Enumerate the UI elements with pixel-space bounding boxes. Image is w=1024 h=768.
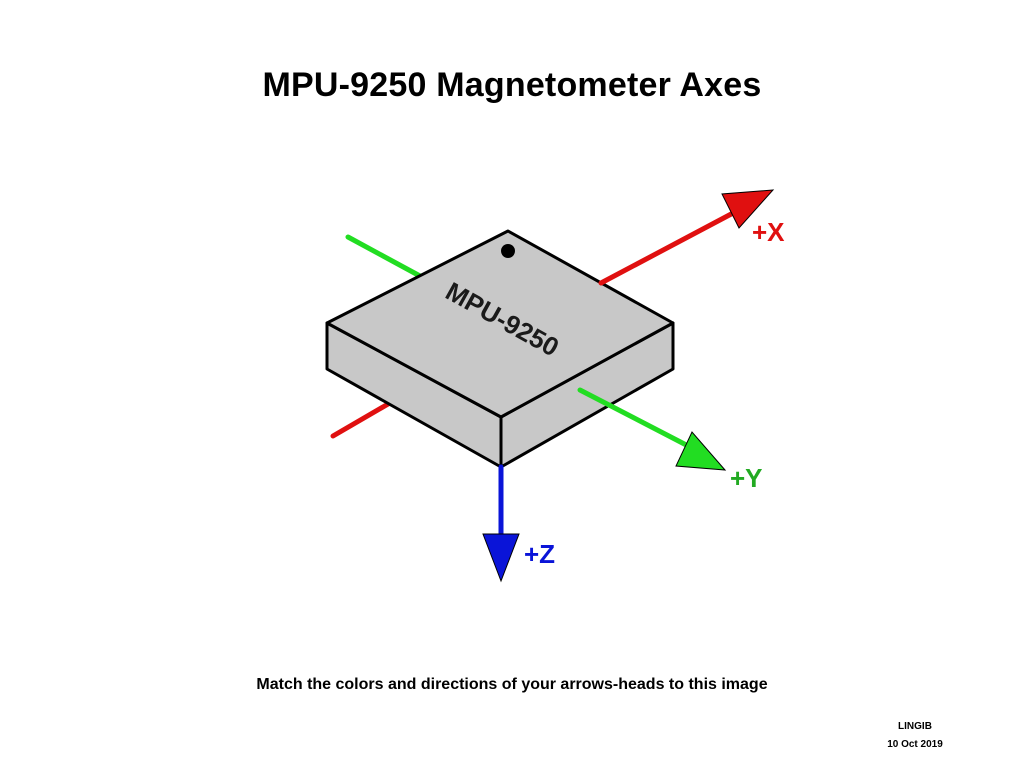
x-axis-label: +X — [752, 217, 785, 247]
pin1-dot-icon — [501, 244, 515, 258]
y-arrowhead-icon — [675, 431, 727, 471]
z-arrowhead-icon — [482, 533, 520, 583]
mpu9250-chip: MPU-9250 — [325, 229, 675, 469]
y-axis-label: +Y — [730, 463, 763, 493]
author-date: 10 Oct 2019 — [887, 739, 943, 750]
z-axis-label: +Z — [524, 539, 555, 569]
y-axis-back-line — [345, 234, 423, 279]
x-arrowhead-icon — [721, 189, 775, 229]
author-block: LINGIB 10 Oct 2019 — [860, 718, 970, 754]
x-axis-line — [598, 209, 738, 286]
y-axis-line — [577, 387, 697, 452]
page-title: MPU-9250 Magnetometer Axes — [262, 66, 762, 104]
instruction-text: Match the colors and directions of your … — [256, 676, 768, 693]
author-name: LINGIB — [898, 721, 932, 732]
chip-top-face — [325, 229, 675, 419]
